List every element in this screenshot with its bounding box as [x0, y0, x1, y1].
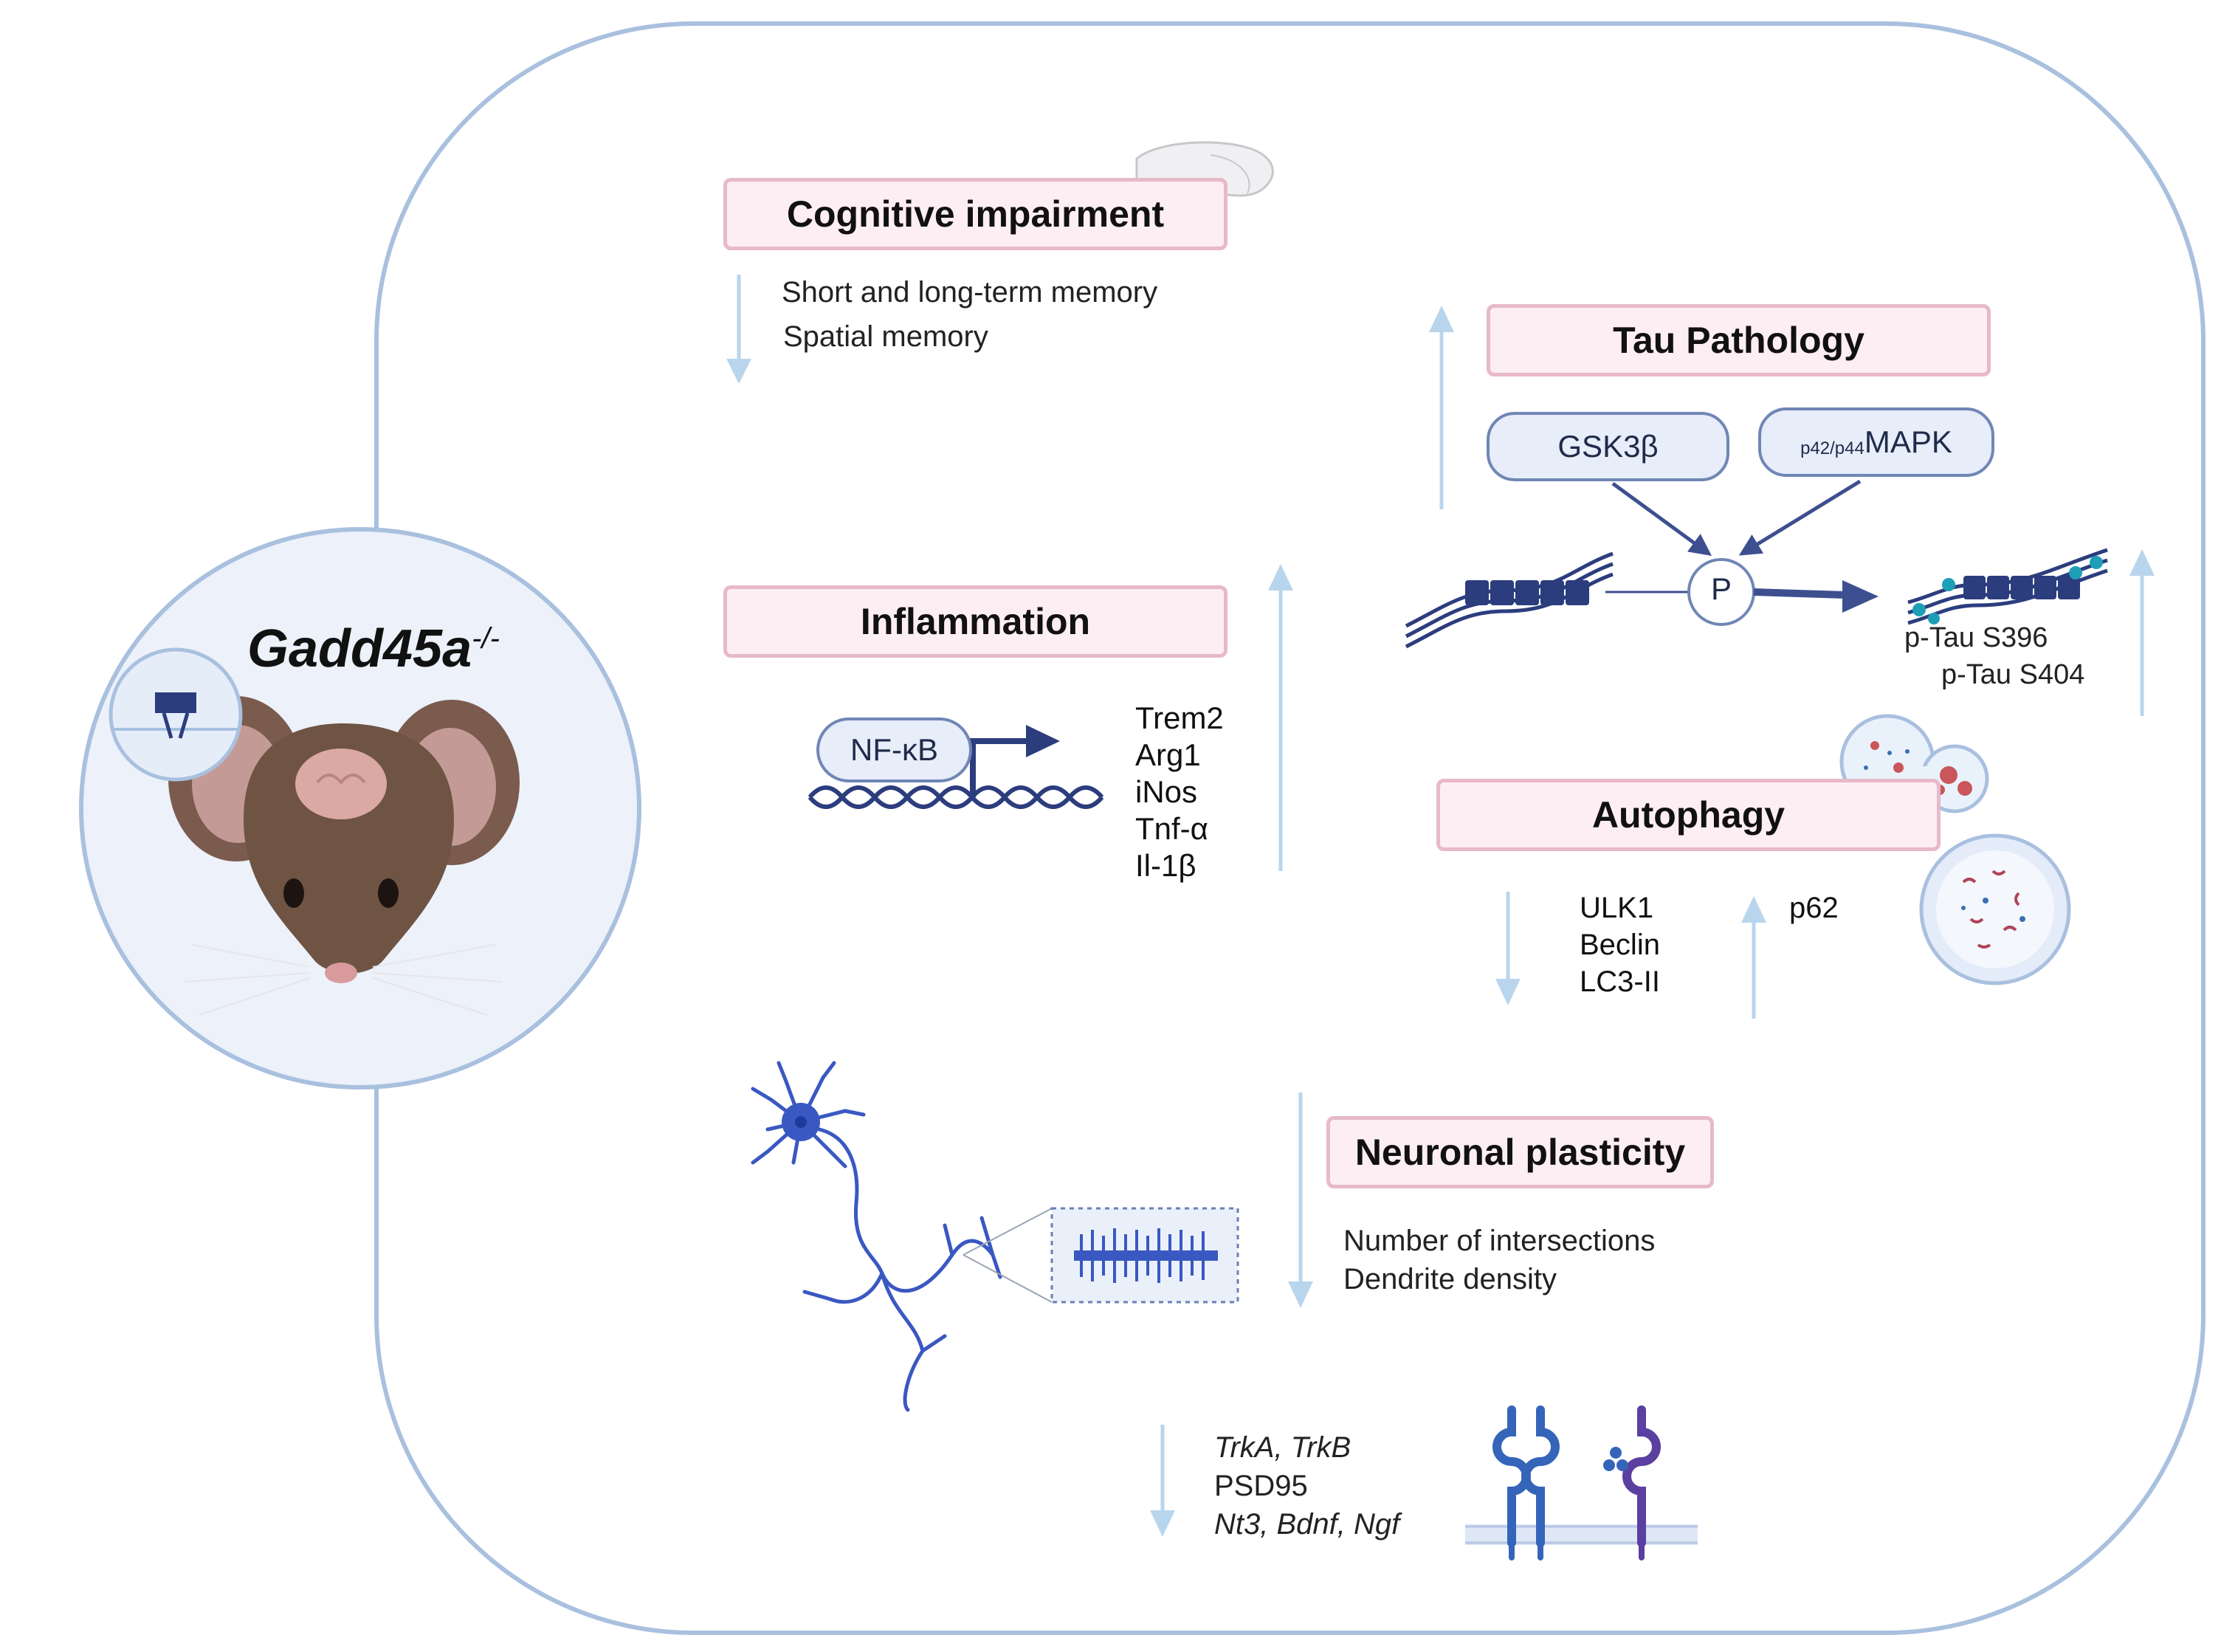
tau-pathology-box: Tau Pathology [1487, 304, 1991, 376]
dna-helix-icon [808, 785, 1104, 809]
inflammation-gene-2: Arg1 [1135, 737, 1201, 772]
mapk-sub-label: p42/p44 [1800, 438, 1864, 458]
membrane-icon [1465, 1524, 1698, 1545]
plasticity-item-1: Number of intersections [1343, 1225, 1656, 1257]
trk-receptor-icon [1492, 1405, 1661, 1560]
inflammation-gene-1: Trem2 [1135, 701, 1224, 735]
tau-pathology-title: Tau Pathology [1613, 320, 1864, 361]
genotype-name: Gadd45a [247, 619, 472, 678]
ptau-site-2: p-Tau S404 [1941, 659, 2085, 690]
inflammation-gene-5: Il-1β [1135, 848, 1196, 883]
gsk3b-label: GSK3β [1557, 429, 1659, 464]
lysosome-icon [1919, 833, 2071, 985]
genotype-superscript: -/- [472, 622, 500, 655]
receptor-line-2: PSD95 [1214, 1470, 1308, 1502]
direction-arrows [726, 275, 2155, 1537]
ptau-site-1: p-Tau S396 [1904, 622, 2048, 653]
mouse-panel [79, 527, 641, 1090]
nfkb-pill: NF-κB [816, 717, 972, 782]
gsk3b-pill: GSK3β [1487, 412, 1729, 481]
autophagy-box: Autophagy [1436, 779, 1941, 851]
cognitive-impairment-box: Cognitive impairment [723, 178, 1227, 250]
cognitive-impairment-title: Cognitive impairment [786, 193, 1165, 235]
mapk-label: MAPK [1864, 424, 1952, 459]
autophagy-down-1: ULK1 [1580, 892, 1654, 924]
autophagy-down-3: LC3-II [1580, 966, 1660, 998]
inflammation-gene-4: Tnf-α [1135, 811, 1208, 846]
receptor-line-3: Nt3, Bdnf, Ngf [1214, 1508, 1400, 1541]
inflammation-title: Inflammation [860, 601, 1091, 642]
cognitive-item-2: Spatial memory [783, 320, 988, 353]
tau-schematic [1405, 479, 2108, 649]
inflammation-gene-3: iNos [1135, 774, 1198, 809]
inflammation-box: Inflammation [723, 585, 1227, 658]
autophagy-up-1: p62 [1789, 892, 1839, 924]
neuronal-plasticity-box: Neuronal plasticity [1326, 1116, 1714, 1188]
autophagy-title: Autophagy [1591, 794, 1786, 836]
autophagy-down-2: Beclin [1580, 929, 1660, 961]
nfkb-label: NF-κB [850, 732, 938, 767]
cognitive-item-1: Short and long-term memory [782, 276, 1158, 309]
neuronal-plasticity-title: Neuronal plasticity [1354, 1132, 1686, 1173]
dendrite-spine-inset [1050, 1207, 1239, 1304]
genotype-label: Gadd45a-/- [247, 619, 500, 679]
plasticity-item-2: Dendrite density [1343, 1263, 1557, 1295]
receptor-line-1: TrkA, TrkB [1214, 1431, 1351, 1464]
inset-magnifier [109, 647, 243, 782]
transcription-arrow-icon [970, 725, 1060, 797]
phospho-label: P [1710, 571, 1732, 606]
